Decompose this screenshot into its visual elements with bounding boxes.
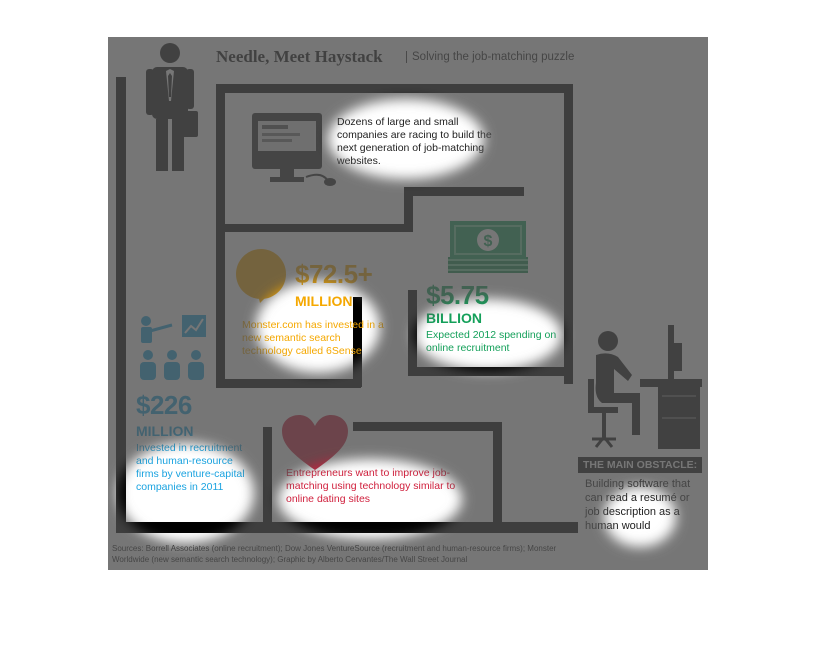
dating-text: Entrepreneurs want to improve job-matchi…	[286, 467, 456, 505]
monster-amount: $72.5+	[295, 259, 373, 289]
venture-text: Invested in recruitment and human-resour…	[136, 442, 245, 493]
page-title: Needle, Meet Haystack	[216, 47, 383, 66]
dollar-bills-icon: $	[448, 221, 528, 273]
source-note: Sources: Borrell Associates (online recr…	[112, 544, 557, 564]
spending-text: Expected 2012 spending on online recruit…	[426, 329, 557, 354]
presentation-audience-icon	[140, 315, 206, 380]
venture-unit: MILLION	[136, 423, 194, 439]
orange-circle-icon	[236, 249, 286, 303]
monster-unit: MILLION	[295, 293, 353, 309]
spending-unit: BILLION	[426, 310, 482, 326]
monster-text: Monster.com has invested in a new semant…	[242, 319, 384, 357]
svg-text:$: $	[484, 233, 493, 250]
page-subtitle: Solving the job-matching puzzle	[406, 51, 574, 63]
obstacle-heading: THE MAIN OBSTACLE:	[583, 459, 698, 471]
businessman-icon	[146, 43, 198, 171]
spending-amount: $5.75	[426, 280, 489, 310]
computer-monitor-icon	[252, 113, 336, 186]
infographic: Needle, Meet Haystack Solving the job-ma…	[108, 37, 708, 570]
heart-icon	[282, 415, 348, 470]
obstacle-heading-bar: THE MAIN OBSTACLE:	[578, 457, 702, 473]
websites-text: Dozens of large and small companies are …	[337, 116, 492, 167]
person-at-desk-icon	[588, 325, 702, 449]
venture-amount: $226	[136, 390, 192, 420]
obstacle-text: Building software that can read a resumé…	[585, 478, 691, 532]
